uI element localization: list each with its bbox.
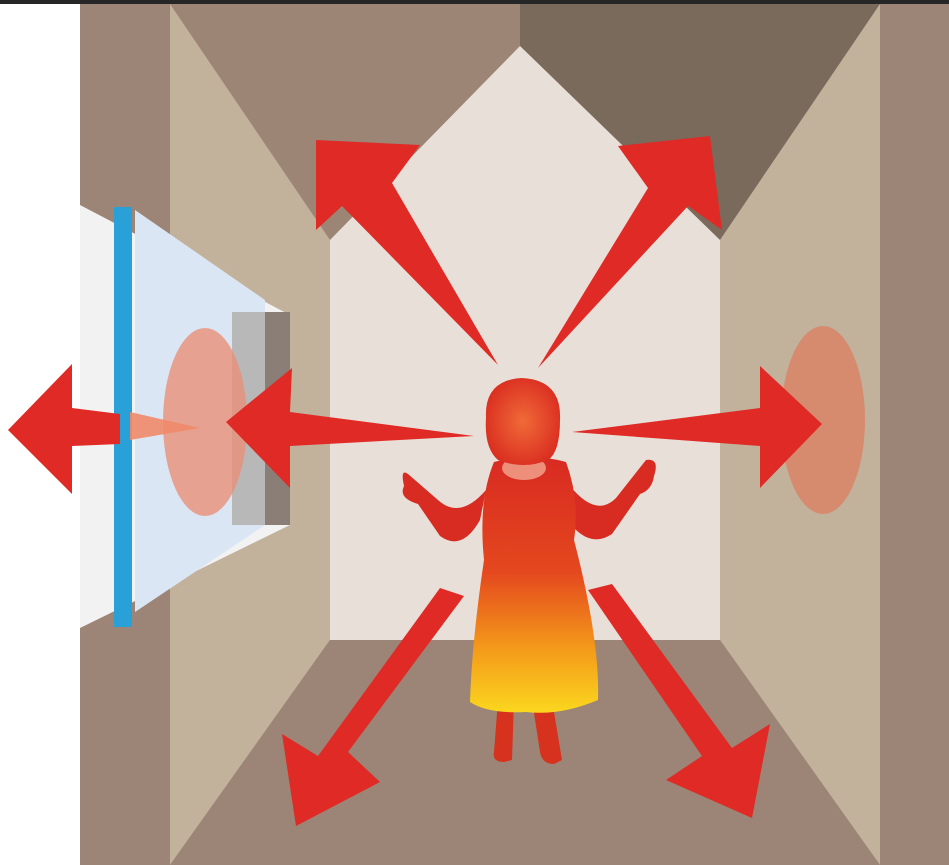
right-column (880, 4, 949, 865)
head-hair (486, 378, 560, 465)
